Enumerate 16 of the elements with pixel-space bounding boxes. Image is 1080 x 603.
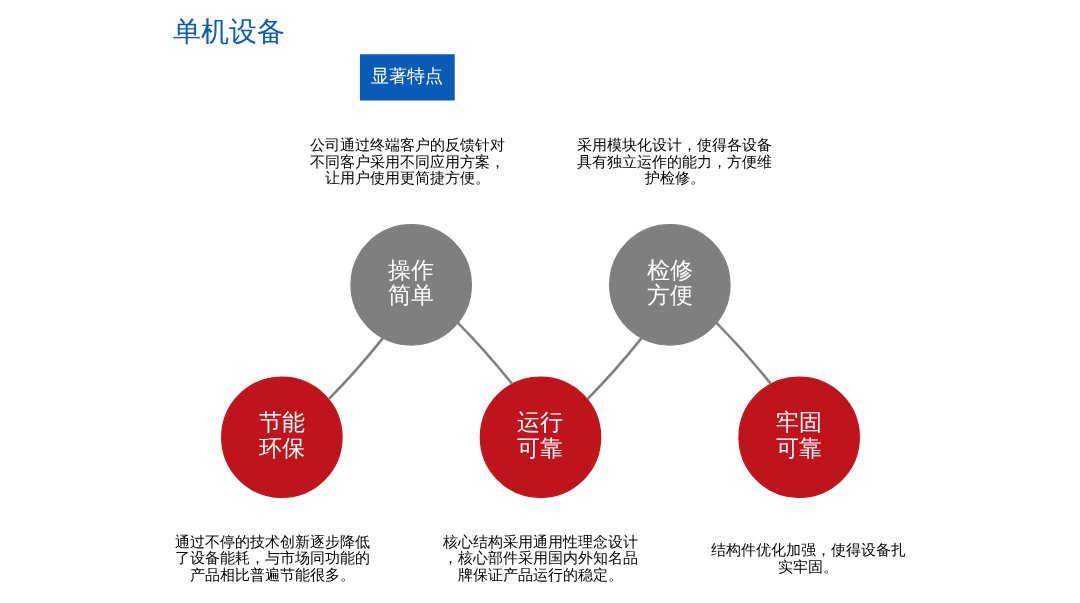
node-circle: 牢固可靠 bbox=[737, 376, 860, 499]
node-circle: 节能环保 bbox=[220, 376, 343, 499]
node-label: 采用模块化设计，使得各设备具有独立运作的能力，方便维护检修。 bbox=[576, 135, 772, 188]
node-label: 结构件优化加强，使得设备扎实牢固。 bbox=[710, 541, 906, 576]
node-circle: 运行可靠 bbox=[479, 376, 601, 499]
node-label: 核心结构采用通用性理念设计，核心部件采用国内外知名品牌保证产品运行的稳定。 bbox=[442, 532, 638, 585]
diagram-title: 单机设备 bbox=[172, 15, 285, 49]
node-label: 通过不停的技术创新逐步降低了设备能耗，与市场同功能的产品相比普遍节能很多。 bbox=[174, 532, 370, 585]
node-circle: 检修方便 bbox=[608, 224, 731, 346]
node-label: 公司通过终端客户的反馈针对不同客户采用不同应用方案，让用户使用更简捷方便。 bbox=[309, 135, 505, 188]
connector bbox=[456, 321, 513, 385]
connector bbox=[585, 337, 642, 401]
node-circle: 操作简单 bbox=[349, 224, 472, 346]
connector bbox=[715, 321, 772, 385]
label: 显著特点 bbox=[370, 65, 443, 87]
connector bbox=[327, 337, 384, 401]
